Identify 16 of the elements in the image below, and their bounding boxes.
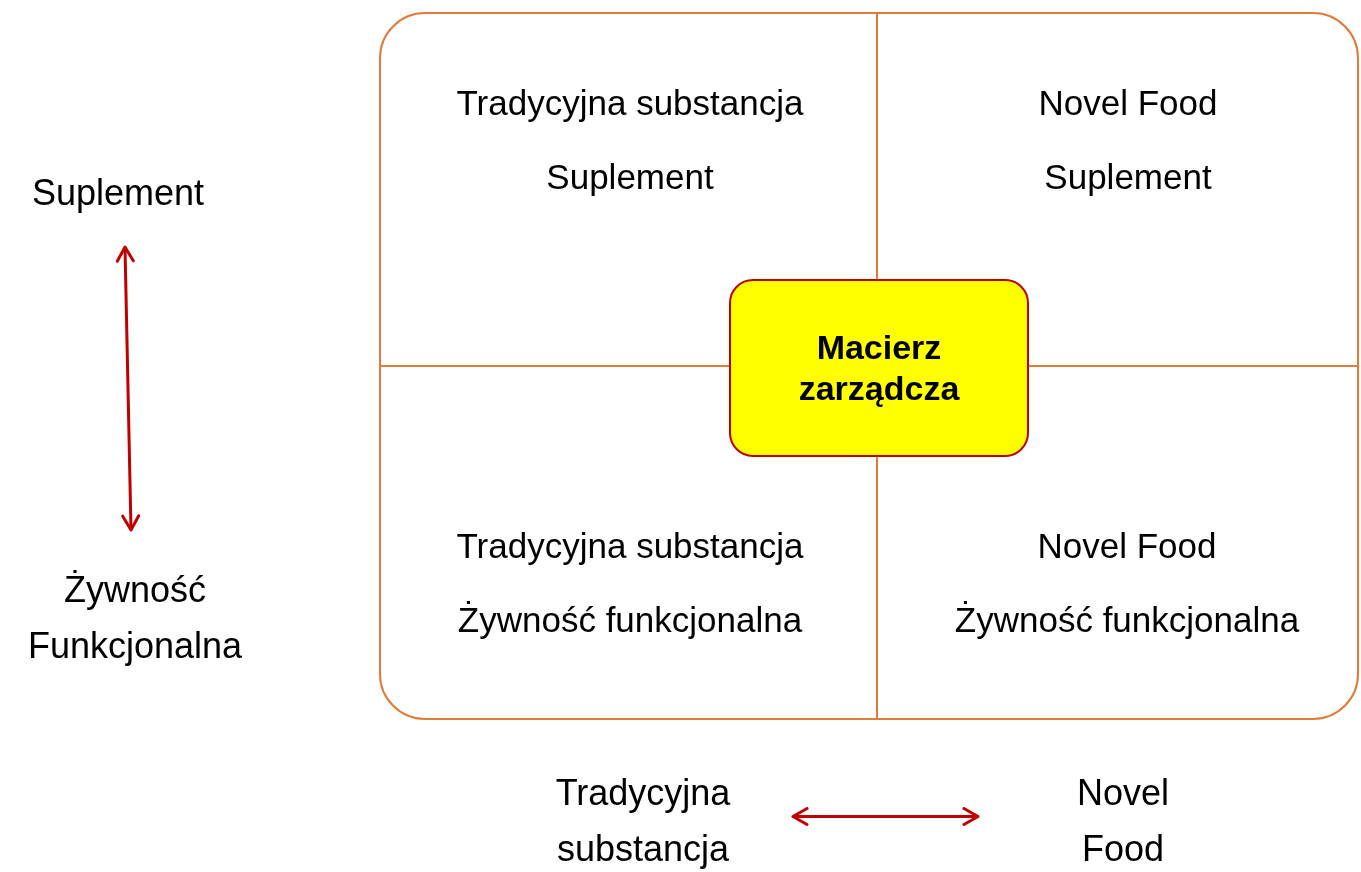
quadrant-label: Novel Food bbox=[1037, 525, 1217, 567]
quadrant-label: Tradycyjna substancja bbox=[456, 525, 804, 567]
matrix-frame bbox=[379, 12, 1359, 720]
double-arrow bbox=[791, 807, 980, 826]
quadrant-label: Suplement bbox=[546, 156, 714, 198]
quadrant-label: Tradycyjna substancja bbox=[456, 82, 804, 124]
quadrant-label: Suplement bbox=[1044, 156, 1212, 198]
axis-label: Tradycyjna substancja bbox=[554, 771, 732, 871]
axis-label: Novel Food bbox=[1075, 771, 1170, 871]
double-arrow bbox=[115, 245, 141, 532]
axis-label: Żywność Funkcjonalna bbox=[26, 568, 244, 668]
axis-label: Suplement bbox=[30, 171, 206, 215]
quadrant-label: Novel Food bbox=[1038, 82, 1218, 124]
quadrant-label: Żywność funkcjonalna bbox=[457, 599, 803, 641]
quadrant-label: Żywność funkcjonalna bbox=[954, 599, 1300, 641]
center-box: Macierz zarządcza bbox=[729, 279, 1029, 457]
